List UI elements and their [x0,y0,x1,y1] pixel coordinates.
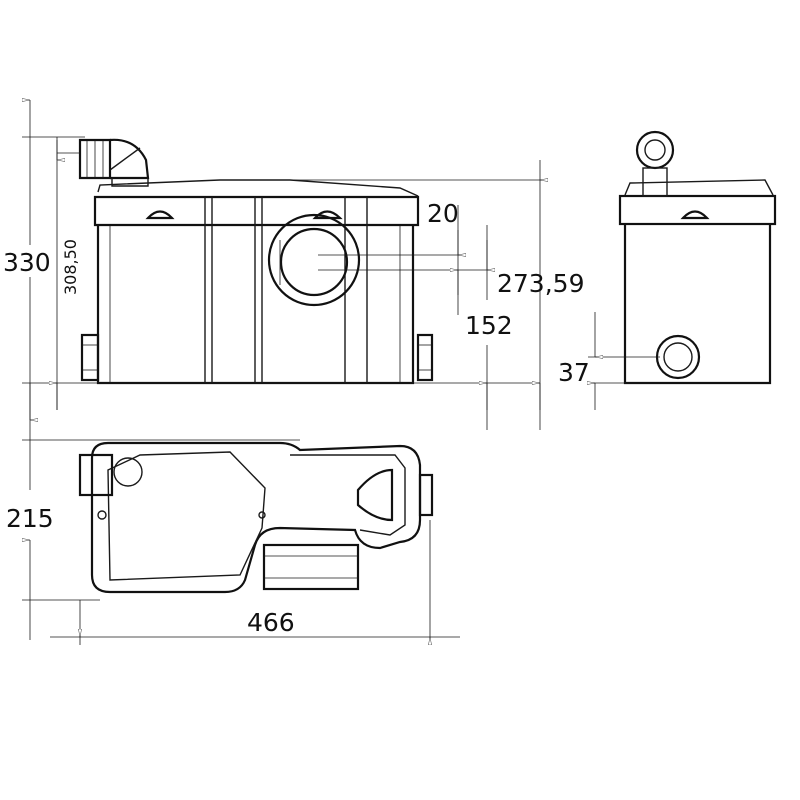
dim-outlet-axis-height: 152 [465,311,513,340]
top-view [78,441,434,594]
dimension-lines [22,100,660,645]
front-view [78,138,434,385]
dim-inlet-height: 308,50 [61,239,80,295]
dim-outlet-center-height: 273,59 [497,269,584,298]
dim-depth: 215 [6,504,54,533]
side-view [618,130,777,385]
dim-outlet-offset: 20 [427,199,459,228]
dim-width: 466 [247,608,295,637]
dim-overall-height: 330 [3,248,51,277]
dim-side-outlet-height: 37 [558,358,590,387]
